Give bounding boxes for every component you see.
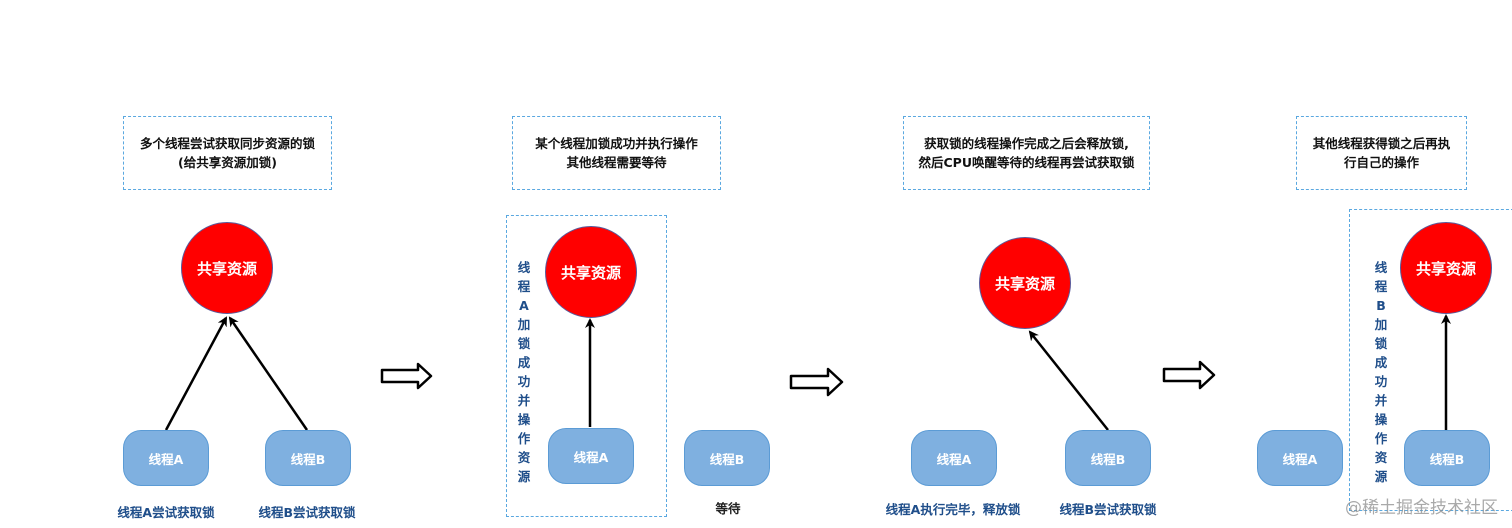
note-box: 其他线程获得锁之后再执 行自己的操作 (1296, 116, 1467, 190)
watermark: @稀土掘金技术社区 (1345, 498, 1498, 518)
note-box: 某个线程加锁成功并执行操作 其他线程需要等待 (512, 116, 721, 190)
lock-holder-group (506, 215, 667, 517)
thread-b-node: 线程B (684, 430, 770, 486)
shared-resource-node: 共享资源 (1400, 222, 1492, 314)
thread-a-node: 线程A (1257, 430, 1343, 486)
group-label-vertical: 线程A加锁成功并操作资源 (517, 260, 531, 484)
note-box: 获取锁的线程操作完成之后会释放锁, 然后CPU唤醒等待的线程再尝试获取锁 (903, 116, 1150, 190)
thread-a-node: 线程A (911, 430, 997, 486)
thread-a-node: 线程A (123, 430, 209, 486)
shared-resource-node: 共享资源 (979, 237, 1071, 329)
thread-a-node: 线程A (548, 428, 634, 484)
arrow-threadB-to-resource (228, 316, 309, 431)
thread-b-node: 线程B (265, 430, 351, 486)
note-box: 多个线程尝试获取同步资源的锁 (给共享资源加锁) (123, 116, 332, 190)
group-label-vertical: 线程B加锁成功并操作资源 (1374, 260, 1388, 484)
transition-arrow-2 (789, 367, 844, 397)
arrow-threadB-to-resource (1028, 330, 1109, 431)
thread-b-caption: 线程B尝试获取锁 (258, 505, 356, 520)
thread-b-caption: 等待 (715, 501, 741, 516)
thread-a-caption: 线程A尝试获取锁 (117, 505, 215, 520)
lock-holder-group (1349, 209, 1512, 511)
thread-a-caption: 线程A执行完毕，释放锁 (885, 502, 1021, 517)
transition-arrow-3 (1162, 360, 1216, 390)
shared-resource-node: 共享资源 (181, 222, 273, 314)
transition-arrow-1 (380, 362, 433, 390)
shared-resource-node: 共享资源 (545, 226, 637, 318)
thread-b-caption: 线程B尝试获取锁 (1059, 502, 1157, 517)
arrow-threadA-to-resource (164, 316, 228, 431)
thread-b-node: 线程B (1404, 430, 1490, 486)
thread-b-node: 线程B (1065, 430, 1151, 486)
